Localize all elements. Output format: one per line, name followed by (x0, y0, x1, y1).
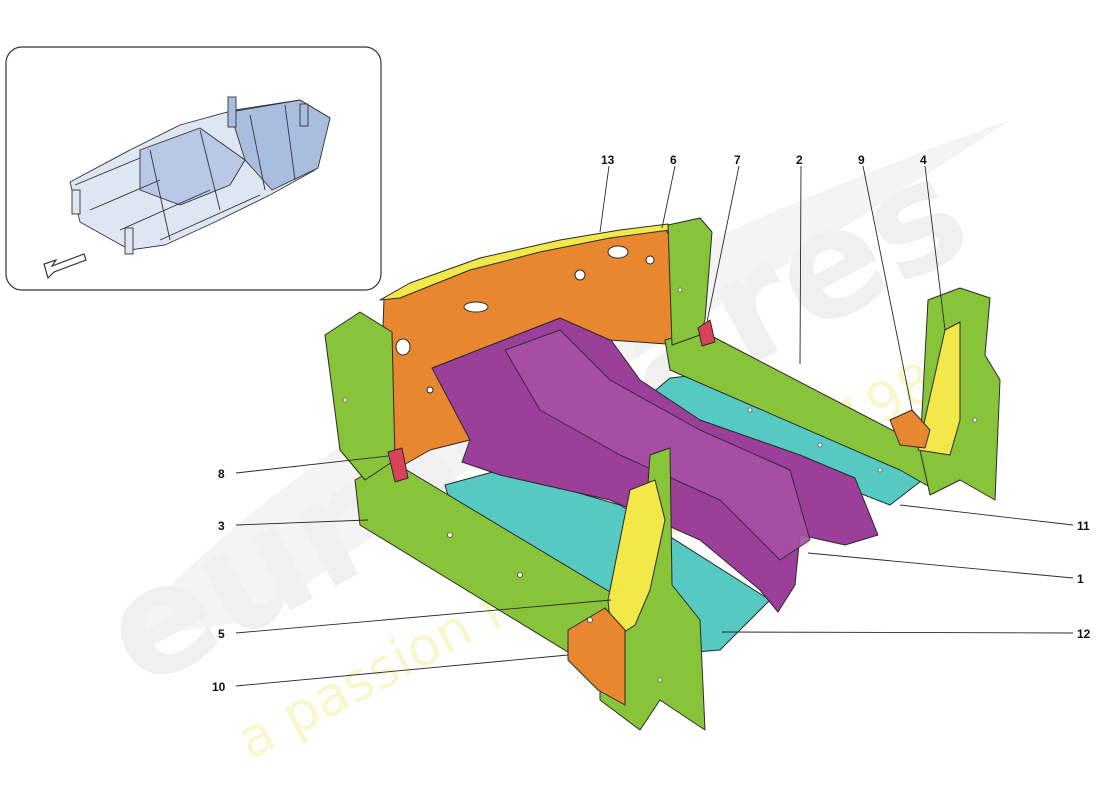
callout-7[interactable]: 7 (734, 153, 741, 167)
inset-center-section (139, 127, 246, 206)
rear-pillar-reinforcement (917, 321, 961, 456)
callout-13[interactable]: 13 (601, 153, 615, 167)
callout-8[interactable]: 8 (218, 467, 225, 481)
callout-labels: 13 6 7 2 9 4 8 3 11 1 5 12 10 (212, 153, 1091, 694)
bracket-front (387, 447, 409, 483)
inset-overview (5, 46, 382, 291)
callout-3[interactable]: 3 (218, 519, 225, 533)
rear-pillar-left (667, 217, 713, 346)
front-gusset (567, 607, 626, 706)
callout-4[interactable]: 4 (920, 153, 927, 167)
inset-chassis-illustration (69, 96, 331, 255)
arrow-down-left-icon (43, 253, 87, 280)
callout-12[interactable]: 12 (1077, 627, 1091, 641)
chassis-illustration (324, 217, 1001, 731)
callout-1[interactable]: 1 (1077, 572, 1084, 586)
callout-6[interactable]: 6 (670, 153, 677, 167)
rear-gusset (889, 409, 931, 449)
bracket-rear (697, 319, 716, 347)
callout-9[interactable]: 9 (858, 153, 865, 167)
callout-10[interactable]: 10 (212, 680, 226, 694)
leader-lines (235, 165, 1074, 687)
callout-2[interactable]: 2 (796, 153, 803, 167)
callout-11[interactable]: 11 (1077, 519, 1090, 533)
tunnel-ridge (504, 329, 811, 561)
callout-5[interactable]: 5 (218, 627, 225, 641)
